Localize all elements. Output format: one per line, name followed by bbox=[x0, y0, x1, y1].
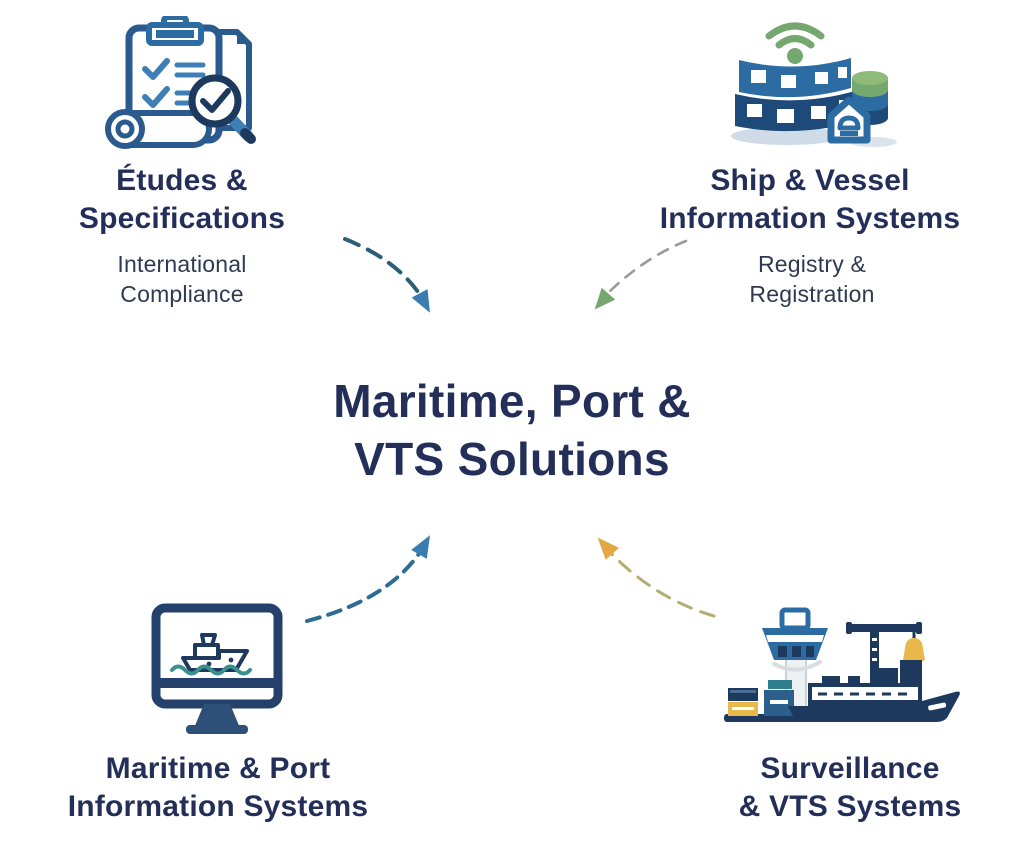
monitor-ship-icon bbox=[151, 603, 283, 734]
vessel bbox=[788, 660, 960, 722]
cargo-containers bbox=[728, 680, 794, 716]
clipboard-checklist-magnifier-icon bbox=[105, 16, 256, 149]
etudes-title-line2: Specifications bbox=[78, 201, 286, 235]
ship-vessel-subtitle-line1: Registry & bbox=[757, 251, 867, 277]
surveillance-title-line1: Surveillance bbox=[760, 752, 940, 785]
ship-vessel-title-line2: Information Systems bbox=[659, 201, 961, 235]
house-shape bbox=[827, 96, 871, 144]
maritime-port-title-line2: Information Systems bbox=[67, 789, 369, 823]
registry-building-database-icon bbox=[731, 22, 897, 147]
database-cylinder bbox=[852, 71, 888, 125]
ship-vessel-subtitle-line2: Registration bbox=[749, 280, 875, 307]
etudes-subtitle-line1: International bbox=[117, 251, 247, 277]
center-title-line2: VTS Solutions bbox=[354, 433, 670, 486]
center-title-line1: Maritime, Port & bbox=[333, 375, 691, 427]
arrow-etudes-to-center bbox=[343, 237, 430, 313]
etudes-subtitle-line2: Compliance bbox=[120, 280, 244, 307]
center-hub-title: Maritime, Port & VTS Solutions bbox=[333, 372, 691, 489]
etudes-title-line1: Études & bbox=[116, 164, 248, 197]
ship-vessel-title-line1: Ship & Vessel bbox=[710, 164, 910, 197]
vts-tower-ship-icon bbox=[724, 607, 960, 722]
arrow-maritime-port-to-center bbox=[305, 535, 430, 623]
maritime-port-title-line1: Maritime & Port bbox=[105, 752, 331, 785]
arrow-ship-vessel-to-center bbox=[594, 239, 688, 310]
surveillance-title-line2: & VTS Systems bbox=[738, 789, 962, 823]
arrow-surveillance-to-center bbox=[597, 537, 716, 618]
